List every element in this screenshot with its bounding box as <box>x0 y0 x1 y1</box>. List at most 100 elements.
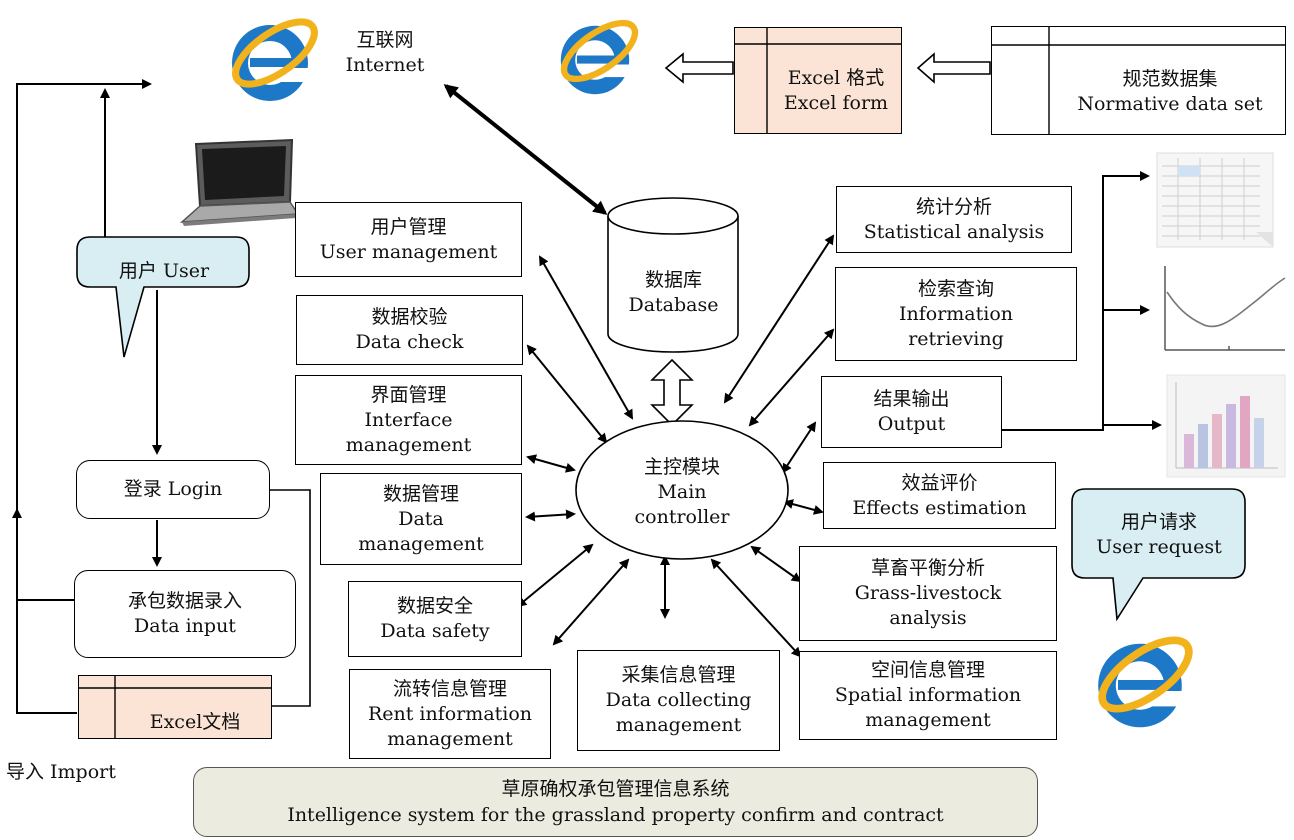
bar-chart-thumbnail-icon <box>1166 374 1286 478</box>
module-zh: 界面管理 <box>370 383 447 406</box>
normative-data-set-box: 规范数据集 Normative data set <box>991 26 1286 135</box>
module-zh: 统计分析 <box>915 195 992 218</box>
system-title-zh: 草原确权承包管理信息系统 <box>501 778 730 800</box>
login-to-excel-line <box>270 489 311 707</box>
data-input-zh: 承包数据录入 <box>127 590 242 612</box>
excel-form-zh: Excel 格式 <box>787 67 885 89</box>
internet-explorer-icon <box>1098 636 1193 728</box>
user-request-bubble <box>1071 488 1246 622</box>
database-en: Database <box>628 294 719 316</box>
module-zh: 检索查询 <box>917 277 994 300</box>
module-en2: analysis <box>889 607 967 629</box>
module-en: Statistical analysis <box>863 220 1045 243</box>
module-data-check: 数据校验 Data check <box>296 295 523 365</box>
line-chart-thumbnail-icon <box>1164 266 1286 351</box>
arrow-output <box>781 421 817 474</box>
module-en1: Information <box>898 302 1014 325</box>
module-zh: 效益评价 <box>901 471 978 494</box>
module-en2: retrieving <box>908 327 1004 350</box>
import-loop <box>12 79 152 714</box>
arrow-data-check <box>526 344 608 444</box>
arrow-data-management <box>525 509 576 522</box>
output-fan-line <box>1001 171 1150 431</box>
module-en1: Data <box>398 507 444 530</box>
module-en1: Rent information <box>367 702 533 725</box>
normative-zh: 规范数据集 <box>1122 68 1218 90</box>
module-zh: 草畜平衡分析 <box>870 557 985 579</box>
module-output: 结果输出 Output <box>821 376 1002 448</box>
module-information-retrieving: 检索查询 Information retrieving <box>835 267 1077 361</box>
normative-en: Normative data set <box>1077 93 1263 115</box>
main-controller-zh: 主控模块 <box>643 456 720 478</box>
arrow-effects <box>783 499 824 515</box>
user-request-label: 用户请求 User request <box>1073 510 1245 560</box>
hollow-arrow-normative-to-excel <box>916 52 991 84</box>
user-label: 用户 User <box>118 260 210 282</box>
module-zh: 空间信息管理 <box>870 659 985 681</box>
database-main-hollow-arrow <box>650 358 694 427</box>
excel-document-label: Excel文档 <box>149 711 241 733</box>
module-zh: 用户管理 <box>370 215 447 238</box>
excel-form-box: Excel 格式 Excel form <box>734 27 902 134</box>
main-controller-en2: controller <box>634 506 730 528</box>
excel-form-label: Excel 格式 Excel form <box>771 66 901 116</box>
hollow-arrow-excel-to-ie <box>664 52 734 84</box>
arrow-spatial <box>710 558 802 658</box>
system-title-banner: 草原确权承包管理信息系统 Intelligence system for the… <box>193 767 1038 837</box>
arrow-rent-info <box>552 558 630 646</box>
excel-form-grid <box>734 27 902 134</box>
module-en1: Interface <box>364 408 453 431</box>
data-input-en: Data input <box>134 615 236 637</box>
module-en2: management <box>387 727 513 750</box>
import-label: 导入 Import <box>6 761 116 783</box>
module-zh: 数据管理 <box>382 482 459 505</box>
excel-document-box: Excel文档 <box>78 675 272 739</box>
login-box: 登录 Login <box>76 460 270 519</box>
internet-explorer-icon <box>560 19 639 95</box>
internet-label-en: Internet <box>345 54 425 76</box>
module-spatial-information: 空间信息管理 Spatial information management <box>799 651 1057 740</box>
module-zh: 数据校验 <box>371 306 448 328</box>
module-en: Data safety <box>380 620 490 642</box>
internet-explorer-icon <box>232 18 318 101</box>
user-speech-bubble <box>76 236 250 358</box>
module-en: Effects estimation <box>852 496 1027 519</box>
internet-label: 互联网 Internet <box>340 28 430 78</box>
spreadsheet-thumbnail-icon <box>1156 152 1274 248</box>
laptop-icon <box>179 138 300 226</box>
main-controller-en1: Main <box>657 481 707 503</box>
module-effects-estimation: 效益评价 Effects estimation <box>823 462 1056 529</box>
arrow-interface <box>526 454 576 473</box>
user-request-zh: 用户请求 <box>1120 511 1197 533</box>
normative-grid <box>991 26 1286 135</box>
login-label: 登录 Login <box>123 478 223 500</box>
database-label: 数据库 Database <box>607 268 740 318</box>
system-title-en: Intelligence system for the grassland pr… <box>287 804 944 826</box>
main-controller-ellipse <box>575 420 789 560</box>
excel-form-en: Excel form <box>783 92 889 114</box>
module-grass-livestock: 草畜平衡分析 Grass-livestock analysis <box>799 546 1057 641</box>
excel-document-grid <box>78 675 272 739</box>
module-data-safety: 数据安全 Data safety <box>348 581 522 657</box>
module-en1: Spatial information <box>834 684 1022 706</box>
module-statistical-analysis: 统计分析 Statistical analysis <box>836 186 1072 253</box>
module-en: User management <box>319 240 498 263</box>
module-rent-information: 流转信息管理 Rent information management <box>349 669 551 759</box>
module-zh: 流转信息管理 <box>392 677 507 700</box>
module-en2: management <box>358 532 484 555</box>
user-request-en: User request <box>1096 536 1222 558</box>
module-en2: management <box>615 714 742 736</box>
main-controller-label: 主控模块 Main controller <box>574 455 790 530</box>
module-en: Output <box>877 413 946 435</box>
database-zh: 数据库 <box>644 269 702 291</box>
data-input-box: 承包数据录入 Data input <box>74 570 296 658</box>
module-zh: 采集信息管理 <box>621 664 736 686</box>
module-zh: 数据安全 <box>396 595 473 617</box>
module-en2: management <box>865 709 991 731</box>
module-en2: management <box>345 433 472 456</box>
database-cylinder <box>607 197 739 353</box>
module-zh: 结果输出 <box>873 388 950 410</box>
module-en1: Data collecting <box>605 689 752 711</box>
module-data-management: 数据管理 Data management <box>320 473 522 565</box>
